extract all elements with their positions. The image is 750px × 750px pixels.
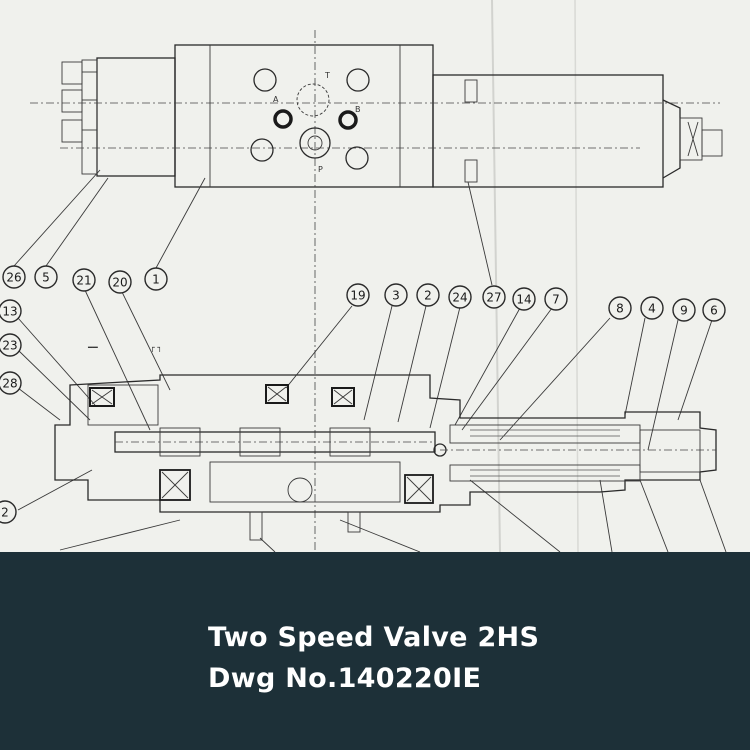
callout-circle (0, 333, 22, 357)
callout-13: 13 (0, 299, 22, 323)
callout-7: 7 (544, 287, 568, 311)
caption-band: Two Speed Valve 2HS Dwg No.140220IE (0, 552, 750, 750)
callout-number: 6 (710, 304, 718, 318)
port-a-label: A (273, 95, 279, 104)
callout-circle (482, 285, 506, 309)
callout-number: 3 (392, 289, 400, 303)
paper-fold (574, 0, 579, 552)
callout-number: 27 (486, 291, 501, 305)
callout-number: 24 (452, 291, 467, 305)
callout-27: 27 (482, 285, 506, 309)
callout-circle (34, 265, 58, 289)
callout-26: 26 (2, 265, 26, 289)
callout-number: 14 (516, 293, 531, 307)
callout-8: 8 (608, 296, 632, 320)
callout-28: 28 (0, 371, 22, 395)
callout-2: 2 (0, 500, 17, 524)
callout-group: 26 5 1 21 20 13 23 28 2 19 3 2 24 27 14 7 8 4 9 6 (0, 265, 726, 524)
callout-6: 6 (702, 298, 726, 322)
callout-circle (640, 296, 664, 320)
callout-number: 8 (616, 302, 624, 316)
callout-number: 20 (112, 276, 127, 290)
right-solenoid (432, 74, 664, 188)
port-b-label: B (355, 105, 361, 114)
callout-circle (416, 283, 440, 307)
valve-drawing: A B T P (0, 0, 727, 552)
callout-24: 24 (448, 285, 472, 309)
callout-circle (72, 268, 96, 292)
callout-number: 13 (2, 305, 17, 319)
callout-circle (144, 267, 168, 291)
callout-number: 19 (350, 289, 365, 303)
caption-drawing-number: Dwg No.140220IE (208, 663, 482, 694)
callout-23: 23 (0, 333, 22, 357)
callout-number: 1 (152, 273, 160, 287)
paper-fold (491, 0, 501, 552)
callout-circle (672, 298, 696, 322)
callout-circle (346, 283, 370, 307)
callout-number: 5 (42, 271, 50, 285)
callout-19: 19 (346, 283, 370, 307)
callout-number: 28 (2, 377, 17, 391)
svg-text:━━: ━━ (87, 343, 98, 352)
callout-circle (608, 296, 632, 320)
port-p-label: P (318, 165, 323, 174)
callout-number: 7 (552, 293, 560, 307)
valve-drawing-svg: A B T P (0, 0, 727, 552)
callout-14: 14 (512, 287, 536, 311)
svg-text:┌ ┐: ┌ ┐ (150, 343, 162, 353)
callout-4: 4 (640, 296, 664, 320)
callout-number: 2 (424, 289, 432, 303)
callout-circle (702, 298, 726, 322)
callout-9: 9 (672, 298, 696, 322)
leader-lines (13, 169, 727, 552)
callout-21: 21 (72, 268, 96, 292)
callout-circle (448, 285, 472, 309)
port-t-label: T (324, 71, 330, 80)
callout-number: 21 (76, 274, 91, 288)
callout-1: 1 (144, 267, 168, 291)
callout-number: 9 (680, 304, 688, 318)
section-view: ━━ (54, 343, 717, 541)
top-view: A B T P (30, 30, 723, 552)
callout-number: 26 (6, 271, 21, 285)
callout-circle (384, 283, 408, 307)
callout-5: 5 (34, 265, 58, 289)
left-solenoid (96, 57, 176, 177)
callout-3: 3 (384, 283, 408, 307)
caption-title: Two Speed Valve 2HS (208, 622, 540, 653)
callout-circle (2, 265, 26, 289)
callout-circle (0, 500, 17, 524)
callout-circle (108, 270, 132, 294)
callout-circle (512, 287, 536, 311)
callout-circle (0, 371, 22, 395)
callout-20: 20 (108, 270, 132, 294)
callout-number: 2 (1, 506, 9, 520)
callout-number: 4 (648, 302, 656, 316)
callout-circle (544, 287, 568, 311)
callout-number: 23 (2, 339, 17, 353)
valve-body-top (174, 44, 434, 188)
callout-2: 2 (416, 283, 440, 307)
callout-circle (0, 299, 22, 323)
